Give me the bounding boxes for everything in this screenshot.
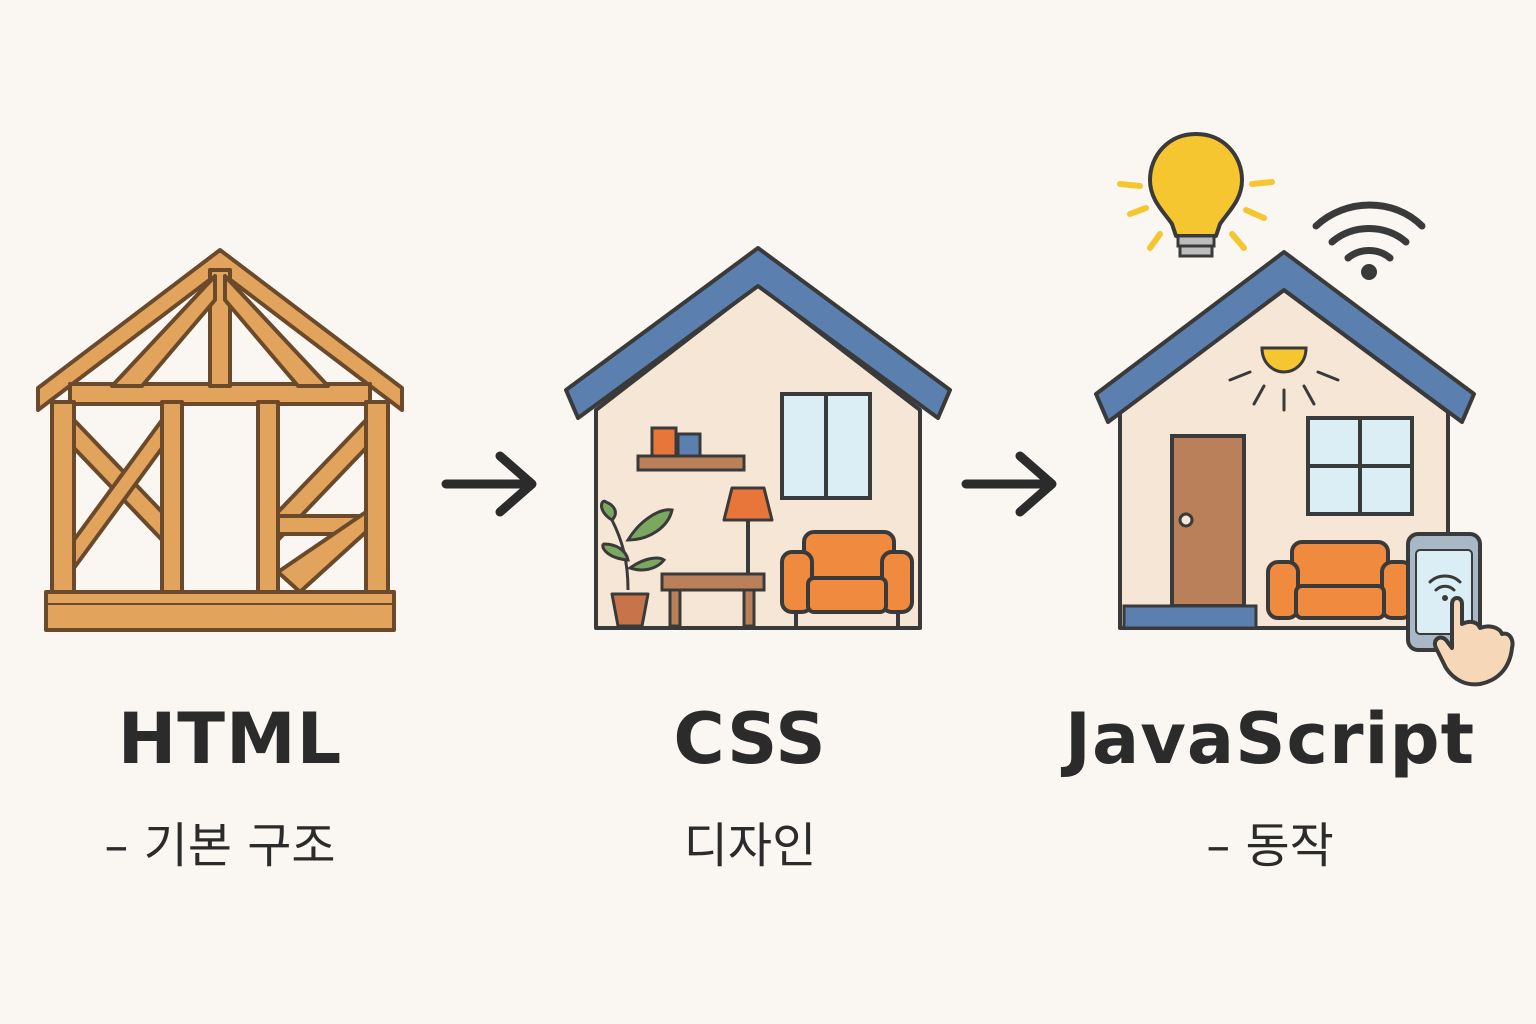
pointing-hand-icon bbox=[1433, 596, 1515, 687]
css-title: CSS bbox=[673, 698, 827, 780]
smart-house-icon bbox=[1094, 250, 1476, 630]
house-frame-icon bbox=[36, 248, 404, 632]
html-title: HTML bbox=[117, 698, 343, 780]
arrow-right-icon bbox=[961, 451, 1057, 517]
light-bulb-icon bbox=[1117, 132, 1275, 258]
decorated-house-icon bbox=[564, 246, 952, 630]
arrow-right-icon bbox=[441, 451, 537, 517]
wifi-icon bbox=[1312, 201, 1426, 280]
javascript-title: JavaScript bbox=[1064, 698, 1476, 780]
css-subtitle: 디자인 bbox=[683, 818, 817, 874]
html-subtitle: – 기본 구조 bbox=[104, 818, 336, 874]
javascript-subtitle: – 동작 bbox=[1206, 818, 1334, 874]
